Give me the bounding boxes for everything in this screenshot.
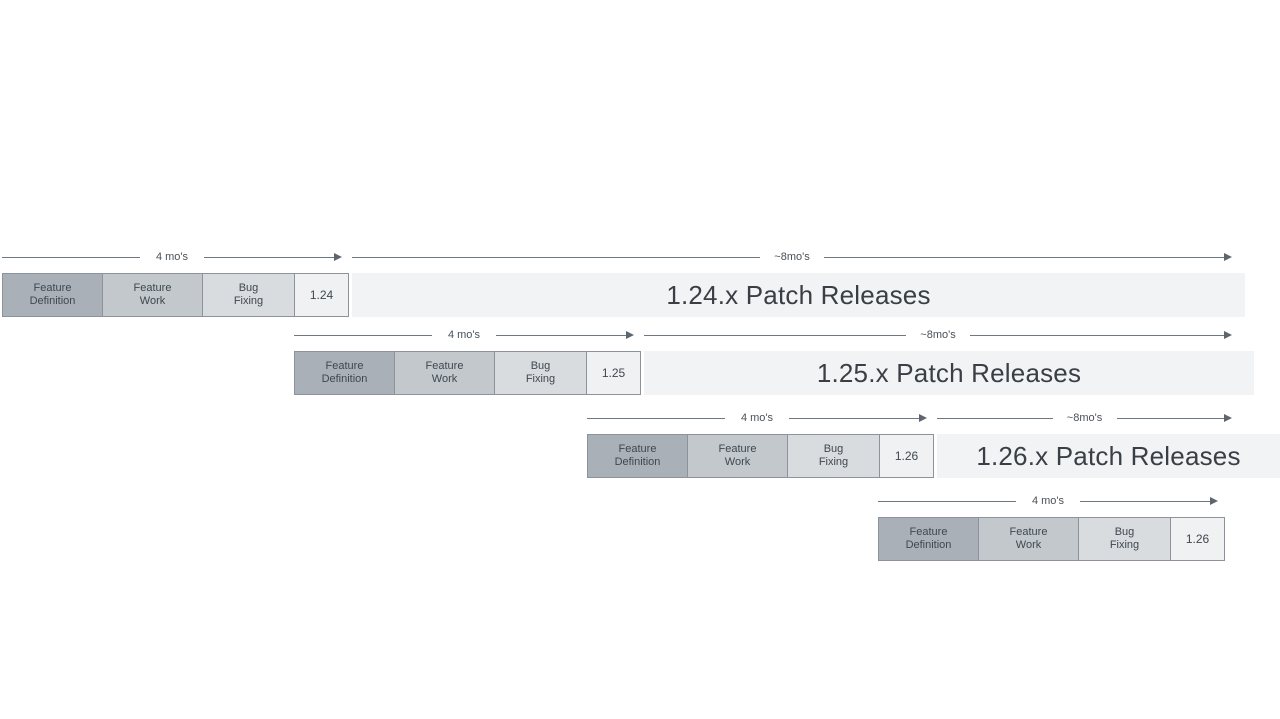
row-127-development-measure-line-left (878, 501, 1016, 502)
row-124-version-box: 1.24 (294, 273, 349, 317)
row-124-patch-band-label: 1.24.x Patch Releases (666, 279, 931, 310)
row-124-patch-measure-label: ~8mo's (774, 251, 810, 263)
row-124-development-measure: 4 mo's (2, 248, 342, 270)
row-126-patch-measure-line-left (937, 418, 1053, 419)
row-127-development-measure-label: 4 mo's (1031, 495, 1065, 507)
row-126-patch-arrow-head-icon (1224, 414, 1232, 422)
row-126-feature-work-label-line2: Work (724, 456, 751, 468)
row-125-feature-work-label-line1: Feature (425, 360, 464, 372)
row-124-bug-fixing-label-line2: Fixing (233, 295, 264, 307)
row-127-version-box: 1.26 (1170, 517, 1225, 561)
row-124-bug-fixing-label-line1: Bug (238, 282, 259, 294)
row-124-feature-definition-label-line2: Definition (29, 295, 76, 307)
row-125-development-arrow-head-icon (626, 331, 634, 339)
row-126-patch-measure-line-right (1116, 418, 1224, 419)
row-126-version-label-line1: 1.26 (894, 449, 919, 463)
row-124-patch-arrow-head-icon (1224, 253, 1232, 261)
row-125-patch-band: 1.25.x Patch Releases (644, 351, 1254, 395)
row-124-development-measure-line-left (2, 257, 140, 258)
row-126-patch-band-label: 1.26.x Patch Releases (976, 440, 1241, 471)
row-126-development-arrow-head-icon (919, 414, 927, 422)
row-126-development-measure-label: 4 mo's (740, 412, 774, 424)
row-126-development-measure-line-left (587, 418, 725, 419)
row-125-version-box: 1.25 (586, 351, 641, 395)
row-127-feature-work-label-line1: Feature (1009, 526, 1048, 538)
row-126-patch-band: 1.26.x Patch Releases (937, 434, 1280, 478)
row-125-patch-measure: ~8mo's (644, 326, 1232, 348)
row-125-feature-definition-label-line1: Feature (325, 360, 364, 372)
row-124-patch-band: 1.24.x Patch Releases (352, 273, 1245, 317)
row-125-development-measure-label: 4 mo's (447, 329, 481, 341)
release-row-1-25-1: 4 mo's ~8mo's 1.25.x Patch Releases Feature… (0, 326, 1280, 422)
row-126-version-box: 1.26 (879, 434, 934, 478)
row-126-patch-measure: ~8mo's (937, 409, 1232, 431)
row-127-development-arrow-head-icon (1210, 497, 1218, 505)
row-127-bug-fixing-label-line2: Fixing (1109, 539, 1140, 551)
row-125-patch-measure-line-right (970, 335, 1224, 336)
row-124-feature-work-label-line1: Feature (133, 282, 172, 294)
row-125-version-label-line1: 1.25 (601, 366, 626, 380)
row-124-feature-work-label-line2: Work (139, 295, 166, 307)
row-125-patch-measure-line-left (644, 335, 906, 336)
row-125-development-measure-line-left (294, 335, 432, 336)
row-124-version-label-line1: 1.24 (309, 288, 334, 302)
row-125-bug-fixing-label-line2: Fixing (525, 373, 556, 385)
row-125-bug-fixing-label-line1: Bug (530, 360, 551, 372)
row-126-feature-definition-label-line1: Feature (618, 443, 657, 455)
row-127-feature-definition-label-line1: Feature (909, 526, 948, 538)
row-126-patch-measure-label: ~8mo's (1066, 412, 1103, 424)
row-124-patch-measure: ~8mo's (352, 248, 1232, 270)
row-127-bug-fixing-label-line1: Bug (1114, 526, 1135, 538)
row-126-feature-work-label-line1: Feature (718, 443, 757, 455)
row-126-development-measure-line-right (789, 418, 919, 419)
row-127-feature-definition-label-line2: Definition (905, 539, 952, 551)
row-124-development-measure-label: 4 mo's (155, 251, 189, 263)
row-124-development-measure-line-right (204, 257, 334, 258)
row-126-development-measure: 4 mo's (587, 409, 927, 431)
row-125-feature-work-label-line2: Work (431, 373, 458, 385)
row-124-patch-measure-line-left (352, 257, 760, 258)
row-124-patch-measure-line-right (824, 257, 1224, 258)
row-127-version-label-line1: 1.26 (1185, 532, 1210, 546)
release-row-1-24-0: 4 mo's ~8mo's 1.24.x Patch Releases Feature… (0, 248, 1280, 344)
row-125-development-measure: 4 mo's (294, 326, 634, 348)
row-126-bug-fixing-label-line1: Bug (823, 443, 844, 455)
row-126-feature-definition-label-line2: Definition (614, 456, 661, 468)
row-124-development-arrow-head-icon (334, 253, 342, 261)
row-127-feature-work-label-line2: Work (1015, 539, 1042, 551)
row-125-patch-measure-label: ~8mo's (920, 329, 956, 341)
row-127-development-measure-line-right (1080, 501, 1210, 502)
row-125-development-measure-line-right (496, 335, 626, 336)
row-126-bug-fixing-label-line2: Fixing (818, 456, 849, 468)
row-125-feature-definition-label-line2: Definition (321, 373, 368, 385)
row-125-patch-band-label: 1.25.x Patch Releases (816, 357, 1082, 388)
row-127-development-measure: 4 mo's (878, 492, 1218, 514)
row-125-patch-arrow-head-icon (1224, 331, 1232, 339)
release-row-1-26-2: 4 mo's ~8mo's 1.26.x Patch Releases Feature… (0, 409, 1280, 505)
row-124-feature-definition-label-line1: Feature (33, 282, 72, 294)
